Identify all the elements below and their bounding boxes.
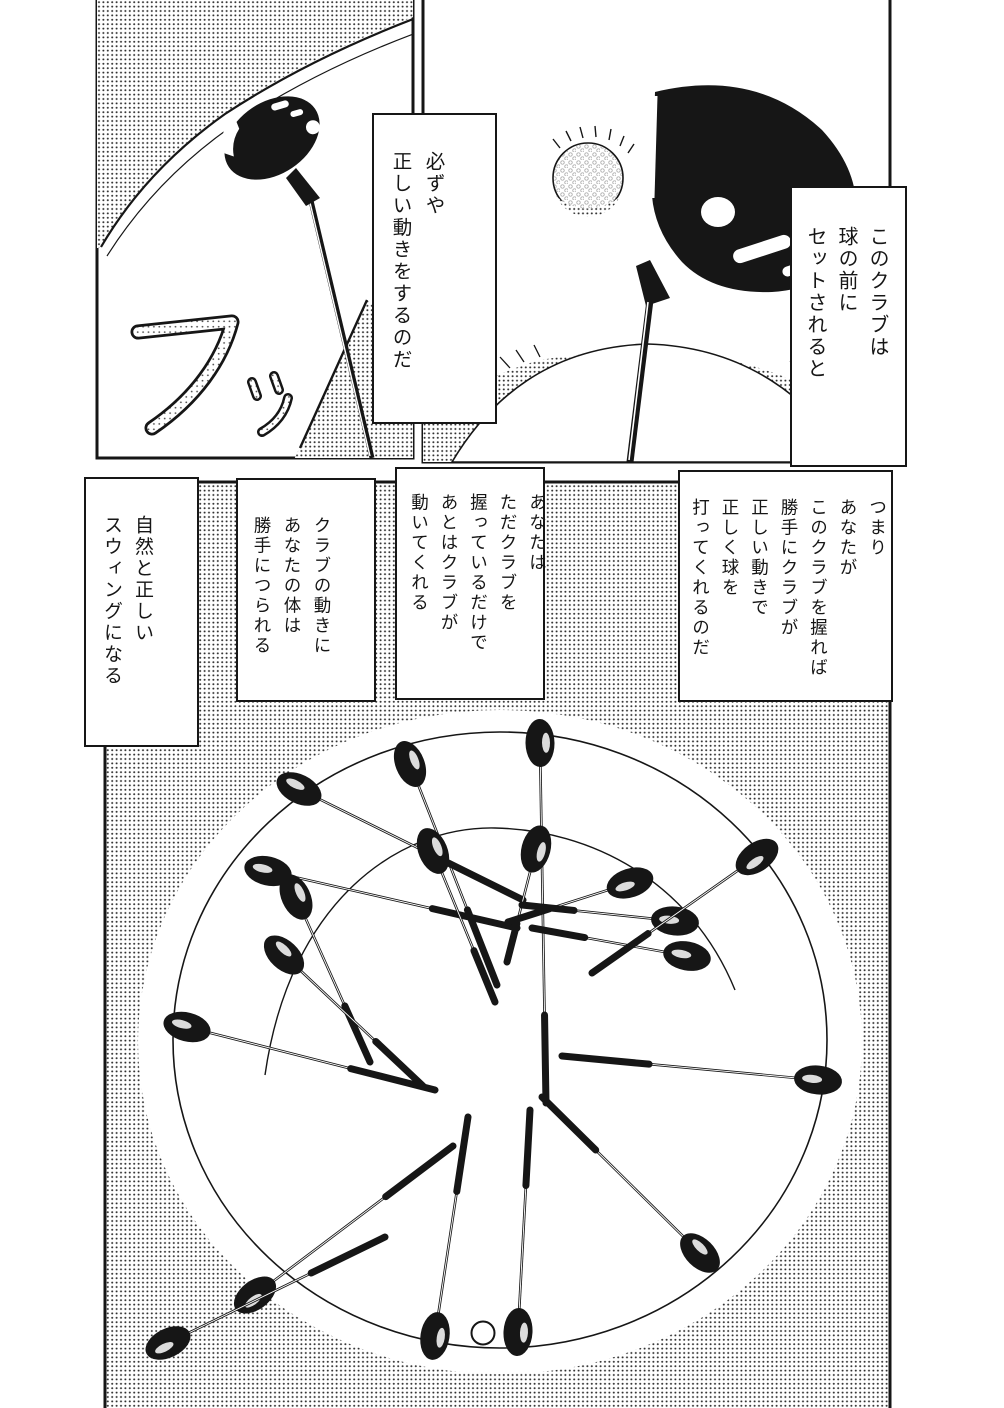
golf-ball bbox=[552, 125, 635, 217]
bubble-text: クラブの動きに あなたの体は 勝手につられる bbox=[251, 516, 331, 656]
bubble-text: つまり あなたが このクラブを握れば 勝手にクラブが 正しい動きで 正しく球を … bbox=[689, 498, 887, 678]
swing-area bbox=[138, 710, 862, 1374]
swing-clubs bbox=[145, 719, 842, 1360]
bubble-text: 必ずや 正しい動きをするのだ bbox=[389, 151, 445, 371]
sfx-swish bbox=[130, 314, 293, 437]
speech-bubble-tsumari: つまり あなたが このクラブを握れば 勝手にクラブが 正しい動きで 正しく球を … bbox=[678, 470, 893, 702]
swing-ball-icon bbox=[470, 1320, 496, 1346]
panel-top-left bbox=[95, 0, 415, 460]
panel-bottom bbox=[103, 480, 892, 1408]
speech-bubble-natural-swing: 自然と正しい スウィングになる bbox=[84, 477, 199, 747]
speech-bubble-just-holding: あなたは ただクラブを 握っているだけで あとはクラブが 動いてくれる bbox=[395, 467, 547, 700]
speech-bubble-body-follows: クラブの動きに あなたの体は 勝手につられる bbox=[236, 478, 376, 702]
speech-bubble-set-before-ball: このクラブは 球の前に セットされると bbox=[790, 186, 907, 467]
swing-inner-arc bbox=[264, 827, 736, 1076]
speech-bubble-correct-motion: 必ずや 正しい動きをするのだ bbox=[372, 113, 497, 424]
bubble-text: 自然と正しい スウィングになる bbox=[101, 515, 154, 687]
corner-tone bbox=[97, 0, 413, 248]
bubble-text: このクラブは 球の前に セットされると bbox=[804, 226, 890, 380]
driver-club-left bbox=[222, 96, 375, 458]
bubble-text: あなたは ただクラブを 握っているだけで あとはクラブが 動いてくれる bbox=[408, 493, 547, 653]
swing-outer-arc bbox=[172, 731, 828, 1349]
